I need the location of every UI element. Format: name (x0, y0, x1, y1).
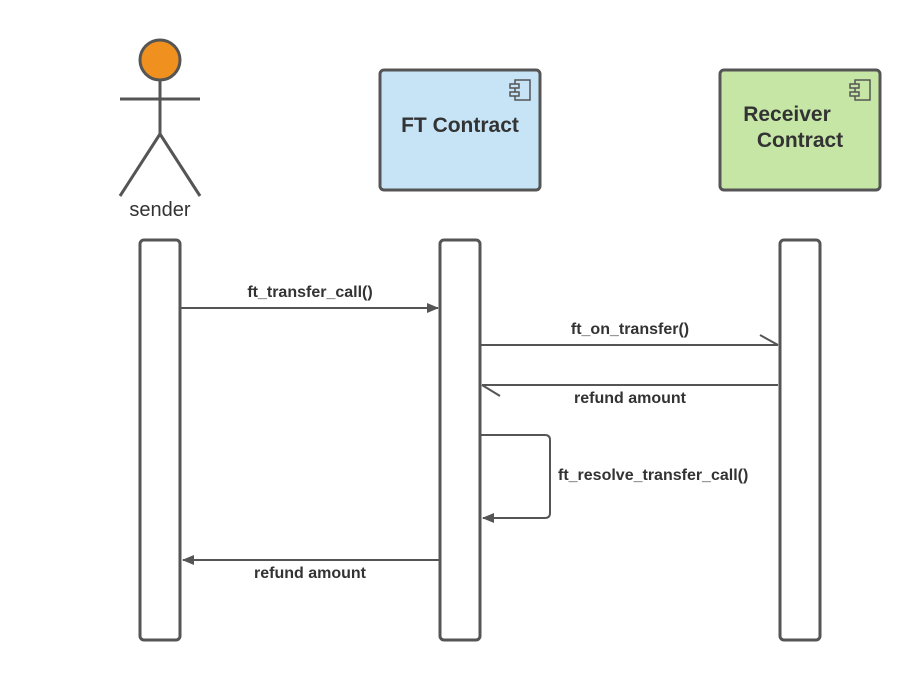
receiver-contract-box (718, 68, 882, 192)
participant-receiver-contract: Receiver Contract (718, 68, 882, 192)
actor-leg-right (158, 133, 202, 197)
component-icon (849, 79, 871, 101)
ft-contract-label: FT Contract (401, 114, 519, 137)
actor-head-icon (138, 38, 182, 82)
actor-leg-left (118, 133, 162, 197)
message-ft-resolve-transfer-call: ft_resolve_transfer_call() (481, 434, 748, 523)
arrow-half-head (481, 384, 501, 397)
message-label: ft_transfer_call() (247, 284, 372, 301)
message-label: ft_on_transfer() (571, 321, 689, 338)
receiver-contract-label-line1: Receiver (743, 103, 831, 126)
arrow-half-head (759, 334, 779, 346)
receiver-contract-label-line2: Contract (757, 129, 843, 152)
lifeline-receiver-contract (778, 238, 822, 642)
message-label: refund amount (254, 565, 367, 582)
actor-sender-label: sender (129, 199, 190, 221)
actor-sender: sender (118, 38, 202, 221)
message-ft-transfer-call: ft_transfer_call() (181, 284, 439, 313)
self-call-loop (481, 434, 551, 523)
ft-contract-box (378, 68, 542, 192)
message-refund-amount-receiver: refund amount (481, 384, 778, 407)
message-ft-on-transfer: ft_on_transfer() (481, 321, 779, 346)
message-label: ft_resolve_transfer_call() (558, 467, 748, 484)
lifeline-sender (138, 238, 182, 642)
message-refund-amount-sender: refund amount (182, 555, 439, 582)
lifeline-ft-contract (438, 238, 482, 642)
participant-ft-contract: FT Contract (378, 68, 542, 192)
component-icon (509, 79, 531, 101)
message-label: refund amount (574, 390, 687, 407)
